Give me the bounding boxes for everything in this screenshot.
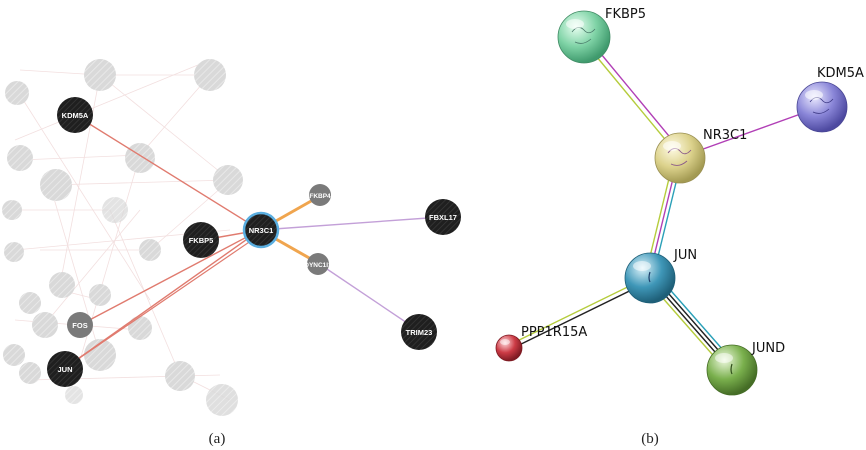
background-node: [128, 316, 152, 340]
svg-text:DYNC1I1: DYNC1I1: [304, 262, 332, 269]
svg-text:JUND: JUND: [751, 341, 785, 356]
node-dync1i1[interactable]: DYNC1I1: [304, 253, 332, 275]
background-nodes: [2, 59, 243, 416]
panel-b: FKBP5 KDM5A NR3C1 JUN PPP1R15A: [495, 7, 864, 447]
svg-text:NR3C1: NR3C1: [249, 226, 274, 235]
node-jun-a[interactable]: JUN: [47, 351, 83, 387]
background-node: [19, 362, 41, 384]
svg-text:JUN: JUN: [57, 365, 72, 374]
svg-text:FKBP4: FKBP4: [309, 193, 331, 200]
background-node: [125, 143, 155, 173]
background-node: [32, 312, 58, 338]
background-node: [89, 284, 111, 306]
background-node: [139, 239, 161, 261]
background-node: [49, 272, 75, 298]
background-node: [165, 361, 195, 391]
svg-text:FKBP5: FKBP5: [189, 236, 214, 245]
edge-nr3c1-fbxl17: [259, 216, 443, 231]
caption-a: (a): [209, 431, 226, 447]
panel-a: KDM5A FKBP5 NR3C1 FKBP4 DYNC1I1 FBXL17 T…: [2, 59, 461, 447]
background-node: [102, 197, 128, 223]
edge-fkbp5-nr3c1-b2: [586, 36, 684, 154]
node-nr3c1-b[interactable]: NR3C1: [654, 128, 747, 184]
background-node: [19, 292, 41, 314]
node-fkbp5-b[interactable]: FKBP5: [557, 7, 646, 64]
node-kdm5a[interactable]: KDM5A: [57, 97, 93, 133]
edge-jun-nr3c1: [64, 229, 261, 369]
background-node: [4, 242, 24, 262]
node-jund[interactable]: JUND: [706, 341, 785, 396]
svg-text:FOS: FOS: [72, 321, 87, 330]
svg-text:NR3C1: NR3C1: [703, 128, 747, 143]
caption-b: (b): [641, 431, 659, 447]
background-node: [84, 59, 116, 91]
background-node: [213, 165, 243, 195]
background-node: [5, 81, 29, 105]
edge-dync1i1-trim23: [317, 262, 420, 332]
background-node: [40, 169, 72, 201]
edge-kdm5a-nr3c1-b: [680, 106, 821, 158]
background-node: [2, 200, 22, 220]
background-node: [3, 344, 25, 366]
svg-text:PPP1R15A: PPP1R15A: [521, 325, 587, 340]
svg-text:KDM5A: KDM5A: [62, 111, 89, 120]
background-node: [7, 145, 33, 171]
node-jun-b[interactable]: JUN: [624, 248, 697, 304]
edge-jun-nr3c1-2: [64, 235, 259, 369]
svg-text:FBXL17: FBXL17: [429, 213, 457, 222]
edge-kdm5a-nr3c1: [74, 114, 261, 231]
svg-text:TRIM23: TRIM23: [406, 328, 433, 337]
node-fos[interactable]: FOS: [67, 312, 93, 338]
edges-b: [508, 36, 821, 371]
svg-text:FKBP5: FKBP5: [605, 7, 646, 22]
background-node: [206, 384, 238, 416]
background-node: [65, 386, 83, 404]
node-fbxl17[interactable]: FBXL17: [425, 199, 461, 235]
edge-fos-nr3c1: [79, 229, 261, 326]
edges-a: [64, 114, 443, 369]
node-nr3c1-a[interactable]: NR3C1: [242, 211, 280, 249]
node-fkbp5-a[interactable]: FKBP5: [183, 222, 219, 258]
node-ppp1r15a[interactable]: PPP1R15A: [495, 325, 587, 362]
svg-text:JUN: JUN: [673, 248, 697, 263]
background-node: [194, 59, 226, 91]
svg-text:KDM5A: KDM5A: [817, 66, 864, 81]
node-kdm5a-b[interactable]: KDM5A: [796, 66, 864, 133]
node-fkbp4[interactable]: FKBP4: [309, 184, 331, 206]
background-node: [84, 339, 116, 371]
node-trim23[interactable]: TRIM23: [401, 314, 437, 350]
